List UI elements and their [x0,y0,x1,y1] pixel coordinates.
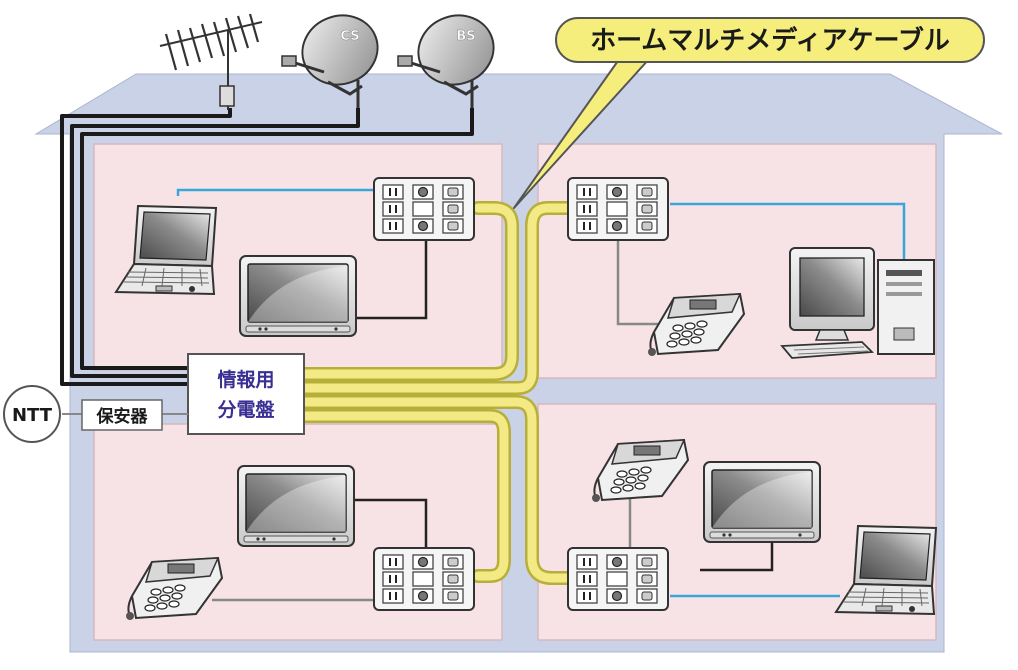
antenna-cables [60,108,474,386]
tv-line-lower-left [352,498,428,548]
wall-outlet-lower-right [567,547,669,611]
device-links [176,188,906,602]
protector-label: 保安器 [96,406,149,427]
ntt-node: NTT [3,385,61,443]
multimedia-cables [295,201,575,585]
distribution-panel: 情報用 分電盤 [187,353,305,435]
protector-box: 保安器 [81,399,163,431]
lan-line-upper-left [176,188,374,196]
bs-satellite-dish-icon: BS [397,14,495,108]
bs-label: BS [456,29,475,44]
terrestrial-antenna-icon [159,13,263,110]
phone-line-upper-right [616,240,660,326]
cs-label: CS [340,29,359,44]
cs-satellite-dish-icon: CS [281,14,379,108]
wall-outlet-upper-left [373,177,475,241]
callout-text: ホームマルチメディアケーブル [590,25,950,56]
tv-icon [239,255,357,337]
ntt-label: NTT [12,405,53,426]
tv-icon [237,465,355,547]
tv-line-lower-right [700,540,774,572]
lan-line-upper-right [670,202,906,260]
tv-line-upper-left [350,240,428,320]
panel-line-1: 情報用 [217,368,274,391]
tv-icon [703,461,821,543]
wall-outlet-lower-left [373,547,475,611]
cable-callout: ホームマルチメディアケーブル [513,17,985,209]
wall-outlet-upper-right [567,177,669,241]
panel-line-2: 分電盤 [217,398,275,421]
